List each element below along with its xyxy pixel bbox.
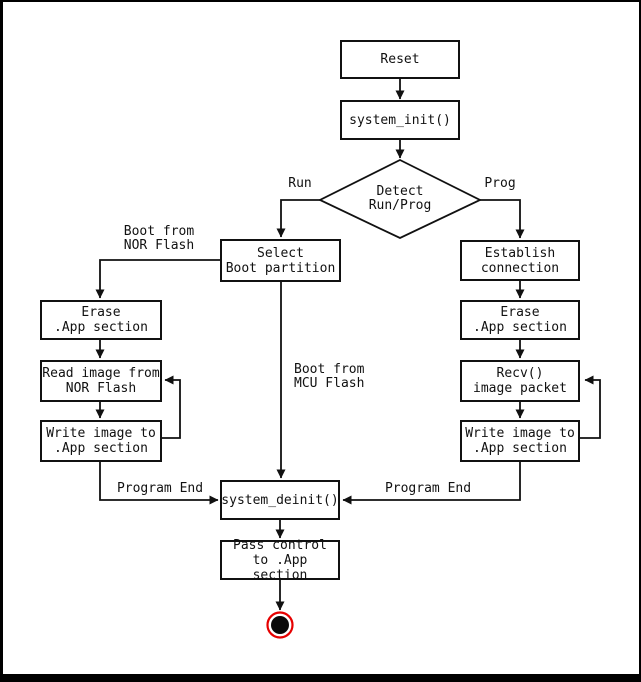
edge-write-app-to-deinit [342, 462, 521, 505]
edge-select-to-erase-nor [95, 259, 220, 299]
node-pass-control: Pass control to .App section [220, 538, 340, 583]
node-system-deinit: system_deinit() [220, 480, 340, 520]
edge-write-nor-loop [162, 375, 181, 439]
edge-detect-run [276, 199, 320, 238]
edge-label-boot-from-mcu: Boot from MCU Flash [294, 362, 365, 391]
edge-detect-prog [480, 199, 525, 239]
node-write-image-right: Write image to .App section [460, 420, 580, 462]
node-recv-image-packet: Recv() image packet [460, 360, 580, 402]
edge-label-program-end-right: Program End [384, 481, 472, 496]
edge-write-nor-to-deinit [99, 462, 219, 505]
node-read-image-nor: Read image from NOR Flash [40, 360, 162, 402]
edge-label-run: Run [288, 176, 312, 191]
node-erase-app-section-left: Erase .App section [40, 300, 162, 340]
end-terminal-core-icon [271, 616, 289, 634]
decision-diamond [317, 158, 483, 239]
node-reset: Reset [340, 40, 460, 79]
node-establish-connection: Establish connection [460, 240, 580, 281]
node-system-init: system_init() [340, 100, 460, 140]
node-write-image-left: Write image to .App section [40, 420, 162, 462]
edge-write-app-loop [580, 375, 601, 439]
edge-label-boot-from-nor: Boot from NOR Flash [123, 224, 195, 253]
node-detect-label: Detect Run/Prog [368, 184, 432, 213]
node-erase-app-section-right: Erase .App section [460, 300, 580, 340]
edge-label-program-end-left: Program End [116, 481, 204, 496]
node-select-boot-partition: Select Boot partition [220, 239, 341, 282]
edge-label-prog: Prog [484, 176, 516, 191]
